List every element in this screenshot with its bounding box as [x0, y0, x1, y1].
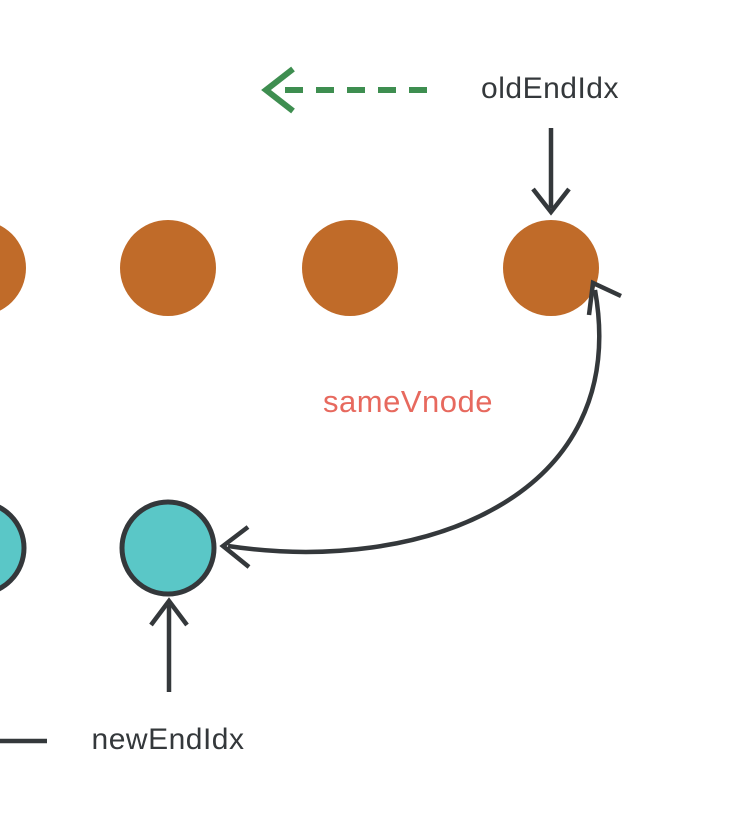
old-end-idx-label: oldEndIdx	[481, 72, 619, 105]
old-end-pointer-arrowhead-icon	[531, 187, 571, 216]
new-end-idx-label: newEndIdx	[91, 723, 245, 756]
new-end-pointer-arrow	[149, 597, 189, 692]
old-node-1	[120, 220, 216, 316]
scan-left-arrow	[261, 66, 433, 114]
old-vnode-row	[0, 220, 599, 316]
same-vnode-arrowhead-right-icon	[586, 279, 622, 316]
old-node-end	[503, 220, 599, 316]
old-node-2	[302, 220, 398, 316]
same-vnode-arrowhead-left-icon	[219, 525, 251, 569]
same-vnode-label: sameVnode	[323, 384, 493, 419]
same-vnode-arrow-curve	[227, 289, 602, 555]
old-end-pointer-arrow	[531, 128, 571, 216]
new-node-partial	[0, 504, 27, 592]
new-vnode-row	[0, 499, 217, 597]
old-node-partial	[0, 225, 26, 311]
new-end-pointer-arrowhead-icon	[149, 597, 189, 627]
same-vnode-arrow	[219, 279, 622, 569]
scan-left-arrowhead-icon	[261, 66, 295, 114]
new-node-end	[119, 499, 217, 597]
